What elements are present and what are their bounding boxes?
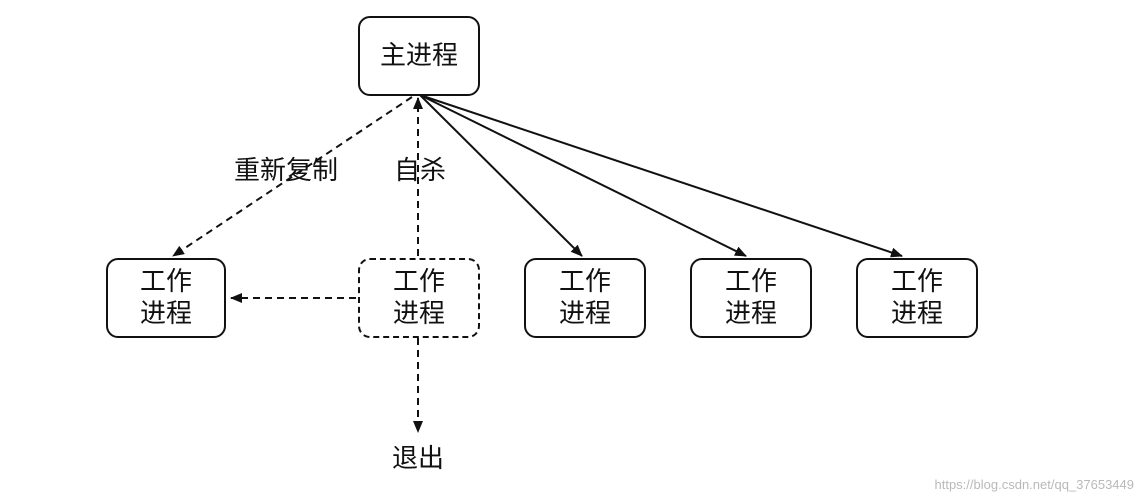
watermark: https://blog.csdn.net/qq_37653449: [934, 477, 1135, 492]
worker-label-line2: 进程: [890, 299, 943, 329]
worker-label-line1: 工作: [558, 267, 611, 297]
edge-label-suicide: 自杀: [394, 156, 447, 186]
worker-label-line1: 工作: [724, 267, 777, 297]
edge-main-to-worker-4: [419, 94, 747, 257]
edge-label-exit: 退出: [392, 444, 445, 474]
worker-label-line2: 进程: [392, 299, 445, 329]
edge-main-to-worker-5: [419, 94, 903, 258]
worker-node-dead: 工作 进程: [358, 258, 480, 338]
main-process-label: 主进程: [379, 41, 458, 71]
worker-node-5: 工作 进程: [856, 258, 978, 338]
worker-label-line1: 工作: [890, 267, 943, 297]
worker-label-line2: 进程: [558, 299, 611, 329]
worker-label-line1: 工作: [392, 267, 445, 297]
edge-main-to-worker-3: [419, 94, 583, 257]
worker-label-line2: 进程: [139, 299, 192, 329]
worker-node-3: 工作 进程: [524, 258, 646, 338]
worker-label-line2: 进程: [724, 299, 777, 329]
worker-node-1: 工作 进程: [106, 258, 226, 338]
worker-node-4: 工作 进程: [690, 258, 812, 338]
edge-label-refork: 重新复制: [234, 156, 339, 186]
worker-label-line1: 工作: [139, 267, 192, 297]
main-process-node: 主进程: [358, 16, 480, 96]
